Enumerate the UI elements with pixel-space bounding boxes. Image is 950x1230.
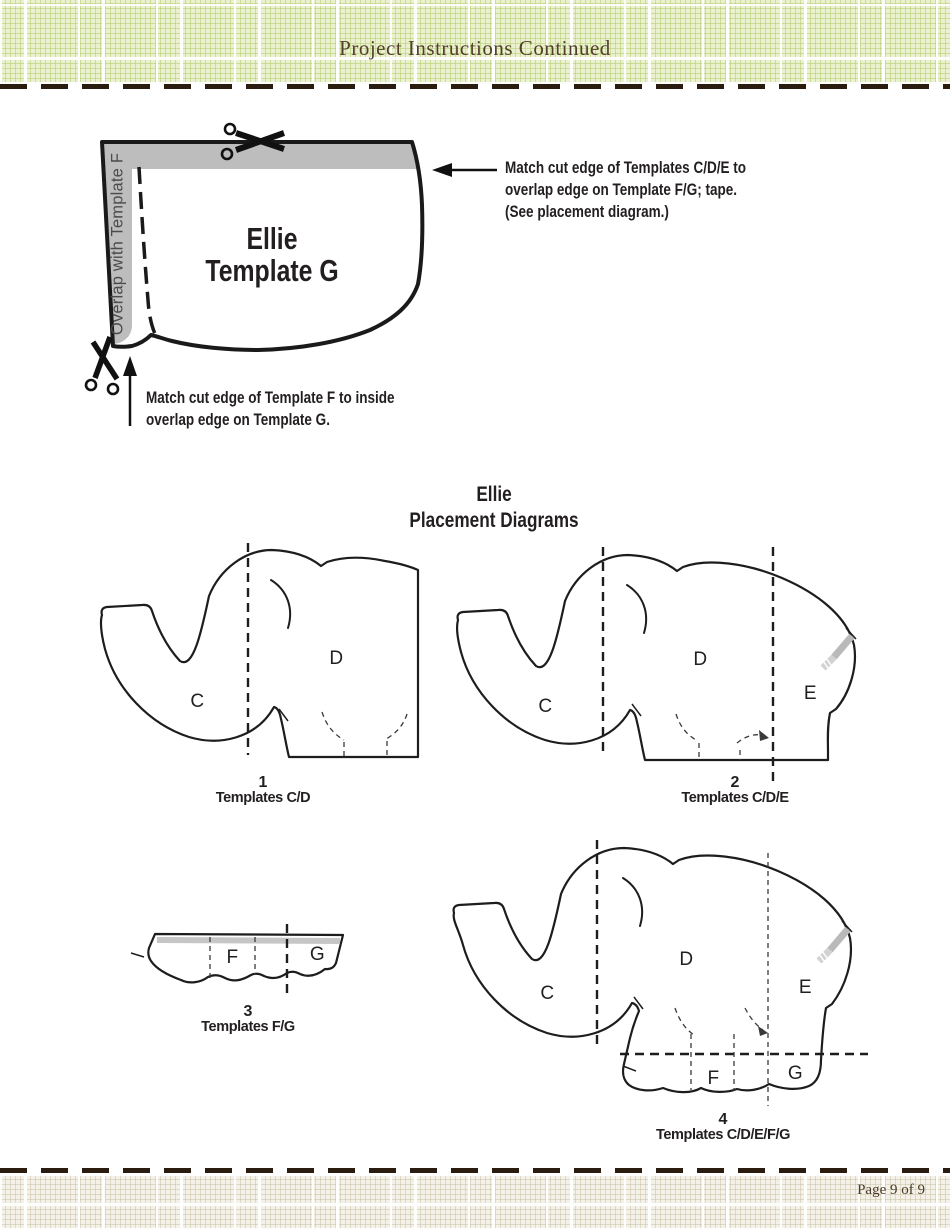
elephant-ear-2 [626, 584, 648, 634]
elephant-outline-4 [452, 846, 852, 1094]
seam-arrowhead [758, 1026, 768, 1036]
placement-diagram-3: F G 3 Templates F/G [130, 924, 345, 1035]
annotation-line: Match cut edge of Template F to inside [146, 389, 395, 407]
template-g-outline [100, 140, 425, 352]
leg-seam-dashes [321, 711, 408, 757]
page-title: Project Instructions Continued [339, 36, 611, 60]
placement-diagram-2: C D E 2 Templates C/D/E [455, 547, 857, 806]
annotation-line: (See placement diagram.) [505, 203, 669, 221]
elephant-ear-4 [622, 877, 644, 927]
section-label-d: D [679, 949, 692, 970]
template-g-cut-dashed-line [137, 166, 158, 337]
section-label-e: E [799, 977, 811, 998]
arrow-left-icon [432, 163, 497, 177]
elephant-outline-2 [455, 553, 856, 762]
section-label-c: C [540, 983, 553, 1004]
diagram-number: 1 [259, 774, 268, 791]
diagram-number: 2 [731, 774, 740, 791]
placement-diagram-1: C D 1 Templates C/D [99, 543, 420, 806]
page-number-label: Page 9 of 9 [857, 1182, 925, 1198]
diagram-caption: Templates C/D [216, 790, 310, 806]
leg-seam-dashes [674, 1007, 764, 1091]
notch-mark [631, 703, 642, 717]
footer-band [0, 1176, 950, 1230]
diagram-number: 4 [719, 1111, 728, 1128]
annotation-match-cde: Match cut edge of Templates C/D/E to ove… [505, 157, 746, 223]
diagram-number: 3 [244, 1003, 253, 1020]
section-label-f: F [707, 1068, 718, 1089]
tail-mark [820, 627, 857, 671]
section-label-g: G [310, 944, 324, 965]
annotation-line: overlap edge on Template F/G; tape. [505, 181, 738, 199]
section-label-d: D [693, 649, 706, 670]
feet-strip-outline [147, 932, 345, 984]
overlap-edge-label: Overlap with Template F [108, 152, 127, 336]
section-label-d: D [329, 648, 342, 669]
leg-seam-dashes [209, 937, 256, 978]
template-g-top-overlap-band [104, 144, 417, 169]
header-band: Project Instructions Continued [0, 0, 950, 84]
section-label-c: C [190, 691, 203, 712]
annotation-line: Match cut edge of Templates C/D/E to [505, 159, 747, 177]
template-g-title-line2: Template G [205, 253, 339, 288]
section-label-f: F [226, 947, 237, 968]
annotation-match-f: Match cut edge of Template F to inside o… [146, 387, 395, 431]
elephant-outline-1 [99, 548, 420, 759]
placement-diagram-4: C D E F G 4 Templates C/D/E/F/G [452, 840, 868, 1143]
template-g-title: Ellie Template G [176, 223, 368, 287]
section-label-g: G [788, 1063, 802, 1084]
top-dashed-border [0, 84, 950, 89]
arrow-up-icon [123, 356, 137, 426]
section-label-c: C [538, 696, 551, 717]
diagram-canvas: C D 1 Templates C/D C D E 2 [84, 122, 868, 1143]
section-label-e: E [804, 683, 816, 704]
scissors-top-icon [220, 122, 286, 161]
scissors-bottom-icon [84, 336, 120, 396]
notch-mark [278, 708, 289, 722]
annotation-line: overlap edge on Template G. [146, 411, 330, 429]
placement-title-line1: Ellie [476, 482, 512, 506]
template-g-left-overlap-band [104, 145, 132, 344]
template-g-diagram [84, 122, 497, 426]
seam-arrowhead [759, 730, 769, 741]
template-g-title-line1: Ellie [246, 221, 298, 256]
notch-mark [622, 1065, 637, 1072]
feet-strip-overlap-band [156, 937, 341, 944]
bottom-dashed-border [0, 1168, 950, 1173]
diagram-caption: Templates C/D/E/F/G [656, 1127, 790, 1143]
tail-mark [816, 920, 853, 964]
leg-seam-dashes [675, 713, 764, 760]
placement-diagrams-title: Ellie Placement Diagrams [374, 481, 614, 533]
notch-mark [130, 952, 145, 958]
diagram-caption: Templates F/G [201, 1019, 295, 1035]
notch-mark [633, 996, 644, 1010]
placement-title-line2: Placement Diagrams [409, 508, 579, 532]
diagram-caption: Templates C/D/E [681, 790, 789, 806]
elephant-ear-1 [270, 579, 292, 629]
